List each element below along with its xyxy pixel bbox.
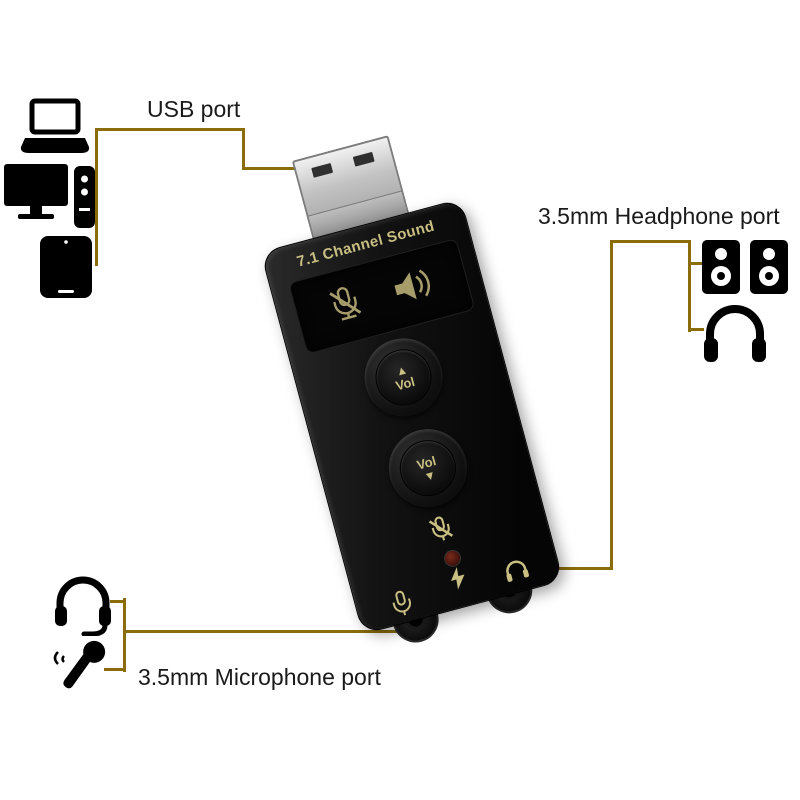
connector-line [610,240,690,243]
headphone-port-label: 3.5mm Headphone port [538,203,780,229]
connector-line [690,328,704,331]
volume-down-button: Vol ▼ [380,420,476,516]
connector-line [242,128,245,170]
connector-line [610,240,613,570]
adapter-body: 7.1 Channel Sound [260,198,564,635]
volume-down-face: Vol ▼ [393,433,463,503]
connector-line [104,668,126,671]
microphone-icon [50,634,110,698]
mic-mute-small-icon [426,513,456,545]
usb-sound-adapter: 7.1 Channel Sound [234,120,576,660]
microphone-port-label: 3.5mm Microphone port [138,664,381,690]
lightning-icon [448,566,468,591]
connector-line [95,128,245,131]
mic-jack-symbol [388,588,416,619]
usb-plug-slot [311,162,334,178]
volume-up-label: Vol [393,373,417,393]
usb-port-label: USB port [147,96,241,122]
volume-up-button: ▲ Vol [355,329,452,426]
down-arrow-icon: ▼ [422,467,438,484]
connector-line [242,167,300,170]
connector-line [123,598,126,672]
speakers-icon [700,238,790,296]
connector-line [688,240,691,332]
mic-mute-icon [325,281,367,331]
headphones-icon [702,300,768,364]
connector-line [552,567,613,570]
volume-up-face: ▲ Vol [369,343,438,412]
connector-line [123,630,433,633]
connector-line [690,262,702,265]
usb-plug-slot [352,151,375,167]
desktop-computer-icon [4,164,96,236]
tablet-icon [40,236,92,298]
indicator-panel [288,237,476,355]
headset-icon [52,570,114,637]
connector-line [95,128,98,266]
laptop-icon [20,98,90,156]
connector-line [110,600,126,603]
speaker-sound-icon [389,264,438,312]
headphone-jack-symbol [501,555,530,584]
